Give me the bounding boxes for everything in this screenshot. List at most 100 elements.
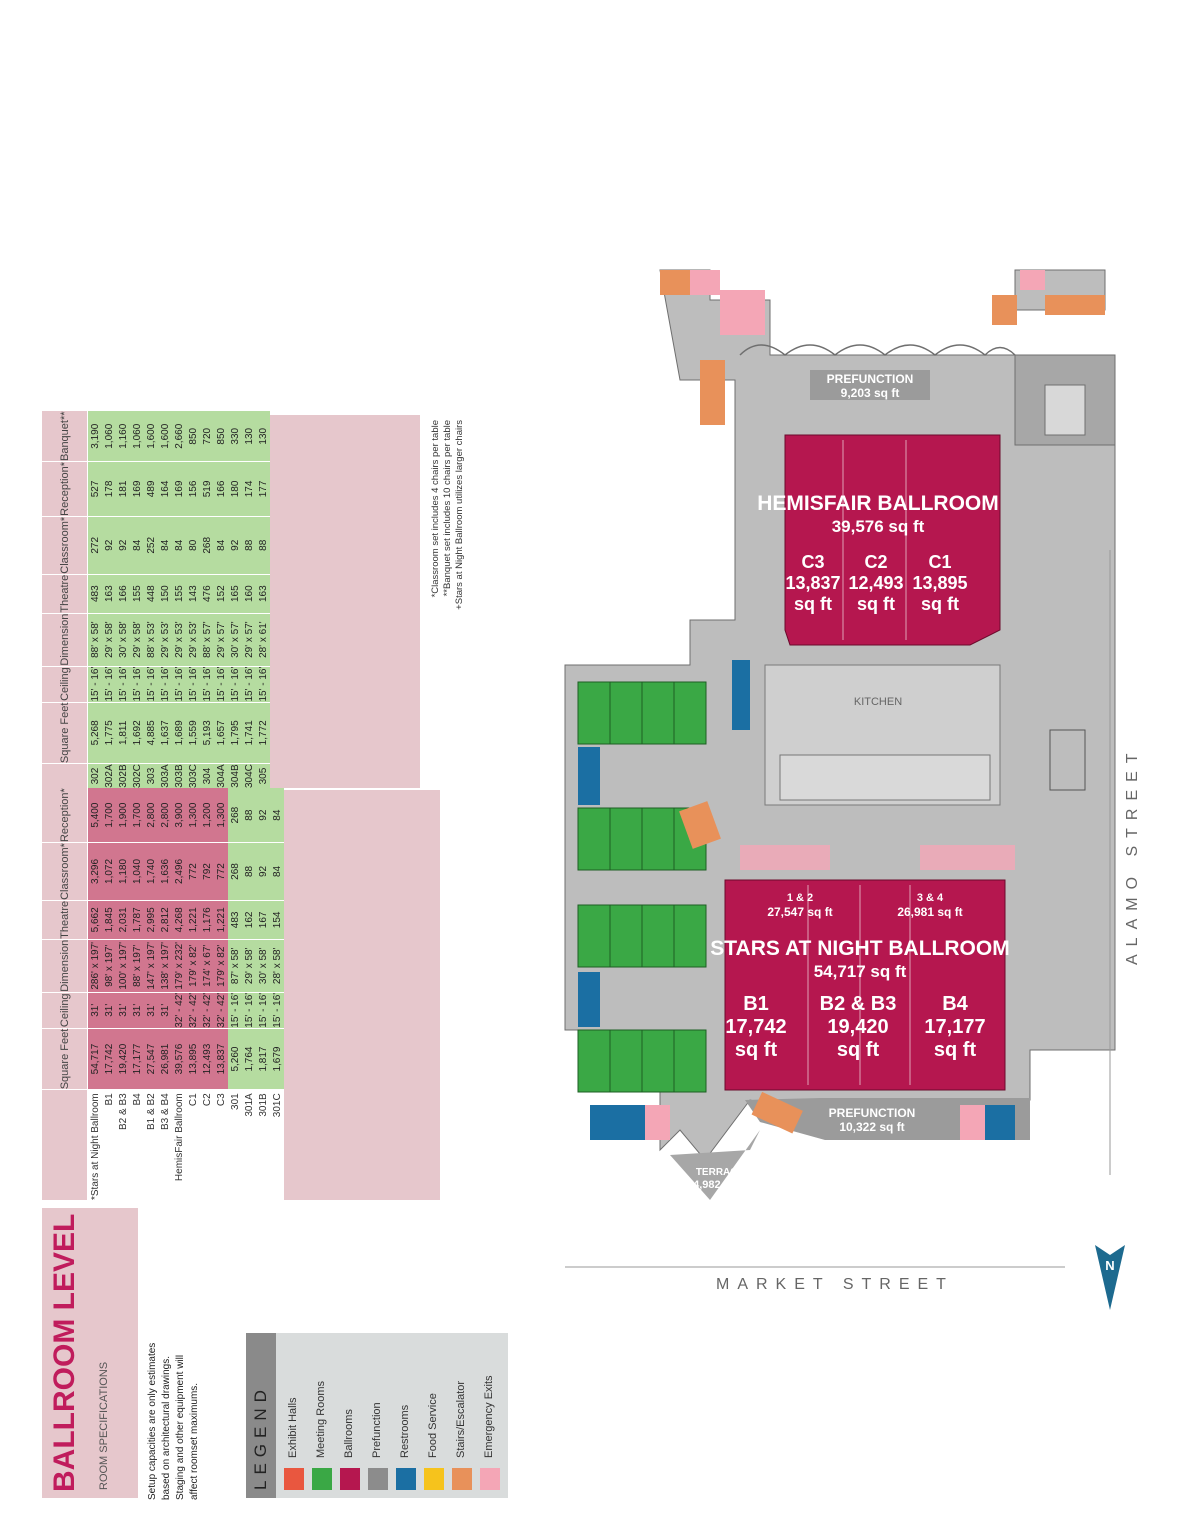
table-cell: 2,031: [116, 900, 130, 940]
c-room-sqft: 13,837: [785, 573, 840, 593]
table-cell: 1,787: [130, 900, 144, 940]
table-cell: 29' x 58': [102, 613, 116, 667]
note-line: Setup capacities are only estimates: [147, 1342, 158, 1500]
legend-header: LEGEND: [246, 1333, 276, 1498]
floor-plan-map: PREFUNCTION 9,203 sq ft HEMISFAIR BALLRO…: [560, 260, 1130, 1320]
table-cell: 448: [144, 574, 158, 614]
table-cell: 268: [228, 842, 242, 901]
c-room-name: C2: [864, 552, 887, 572]
table-cell: 1,040: [130, 842, 144, 901]
c-room-name: C3: [801, 552, 824, 572]
room-name-cell: 302B: [116, 763, 130, 788]
table-cell: 1,559: [186, 702, 200, 764]
table-cell: 15' - 16': [87, 666, 102, 703]
table-cell: 1,679: [270, 1028, 284, 1090]
table-cell: 92: [102, 516, 116, 575]
legend-swatch: [340, 1468, 360, 1490]
terrace-area: 4,982 sq ft: [693, 1179, 747, 1191]
table-cell: 177: [256, 461, 270, 517]
table-cell: 1,060: [130, 410, 144, 462]
room-name-cell: C1: [186, 1089, 200, 1200]
table-cell: 268: [228, 787, 242, 843]
table-cell: 29' x 58': [242, 939, 256, 993]
table-cell: 1,200: [200, 787, 214, 843]
legend-label: Exhibit Halls: [287, 1397, 299, 1458]
page-subtitle: ROOM SPECIFICATIONS: [98, 1361, 110, 1490]
table-cell: 179' x 232': [172, 939, 186, 993]
table-cell: 15' - 16': [158, 666, 172, 703]
table-cell: 180: [228, 461, 242, 517]
table-cell: 92: [116, 516, 130, 575]
table-cell: 92: [256, 842, 270, 901]
title-panel: BALLROOM LEVEL ROOM SPECIFICATIONS: [42, 1208, 138, 1498]
table-cell: 1,072: [102, 842, 116, 901]
table-header: Reception*: [42, 787, 88, 843]
table-cell: 1,811: [116, 702, 130, 764]
legend-label: Prefunction: [371, 1402, 383, 1458]
note-line: affect roomset maximums.: [189, 1382, 200, 1500]
table-cell: 792: [200, 842, 214, 901]
table-cell: 29' x 58': [130, 613, 144, 667]
c-room-unit: sq ft: [857, 594, 895, 614]
table-cell: 179' x 82': [214, 939, 228, 993]
combo-name: 3 & 4: [917, 892, 944, 904]
table-cell: 15' - 16': [102, 666, 116, 703]
table-cell: 150: [158, 574, 172, 614]
table-cell: 3,900: [172, 787, 186, 843]
table-cell: 483: [228, 900, 242, 940]
table-header: [42, 763, 88, 788]
table-cell: 1,300: [214, 787, 228, 843]
table-cell: 163: [102, 574, 116, 614]
b-room-sqft: 19,420: [827, 1016, 888, 1038]
table-cell: 32' - 42': [186, 992, 200, 1029]
table-cell: 167: [256, 900, 270, 940]
table-cell: 174' x 67': [200, 939, 214, 993]
room-name-cell: 304A: [214, 763, 228, 788]
room-name-cell: C2: [200, 1089, 214, 1200]
table-cell: 30' x 57': [228, 613, 242, 667]
table-cell: 1,600: [158, 410, 172, 462]
note-line: based on architectural drawings.: [161, 1356, 172, 1500]
room-name-cell: 302A: [102, 763, 116, 788]
table-cell: 1,636: [158, 842, 172, 901]
table-cell: 3,296: [87, 842, 102, 901]
table-cell: 28' x 58': [270, 939, 284, 993]
table-cell: 1,741: [242, 702, 256, 764]
note-line: Staging and other equipment will: [175, 1354, 186, 1500]
table-cell: 17,177: [130, 1028, 144, 1090]
alamo-street-label: ALAMO STREET: [1124, 745, 1142, 965]
table-header: Banquet**: [42, 410, 88, 462]
room-name-cell: B1 & B2: [144, 1089, 158, 1200]
table-cell: 5,268: [87, 702, 102, 764]
table-cell: 1,657: [214, 702, 228, 764]
room-name-cell: 304: [200, 763, 214, 788]
table-cell: 15' - 16': [200, 666, 214, 703]
table-cell: 181: [116, 461, 130, 517]
table-cell: 164: [158, 461, 172, 517]
table-cell: 88: [256, 516, 270, 575]
prefunction-bottom-label: PREFUNCTION: [829, 1106, 916, 1120]
combo-area: 27,547 sq ft: [767, 905, 832, 919]
table-cell: 87' x 58': [228, 939, 242, 993]
table-cell: 84: [130, 516, 144, 575]
table-cell: 155: [172, 574, 186, 614]
prefunction-top-area: 9,203 sq ft: [841, 386, 900, 400]
table-cell: 166: [214, 461, 228, 517]
legend-label: Meeting Rooms: [315, 1380, 327, 1458]
table-cell: 160: [242, 574, 256, 614]
room-name-cell: 301A: [242, 1089, 256, 1200]
table-cell: 1,700: [130, 787, 144, 843]
stars-area: 54,717 sq ft: [814, 962, 907, 981]
